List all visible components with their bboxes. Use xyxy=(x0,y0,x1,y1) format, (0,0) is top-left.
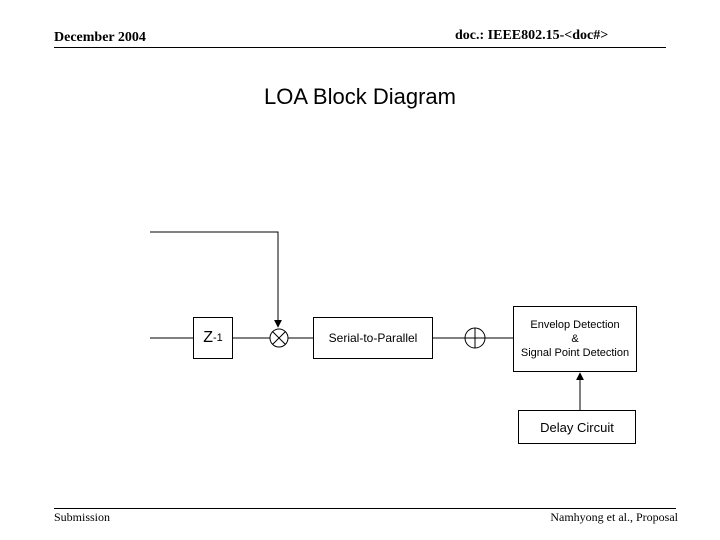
footer-submission: Submission xyxy=(54,510,111,524)
serial-to-parallel-block: Serial-to-Parallel xyxy=(313,317,433,359)
footer-author: Namhyong et al., Proposal xyxy=(550,510,678,524)
envelope-line-2: & xyxy=(571,333,579,345)
slide-title: LOA Block Diagram xyxy=(264,84,456,109)
header-doc-id: doc.: IEEE802.15-<doc#> xyxy=(455,28,609,43)
envelope-line-1: Envelop Detection xyxy=(530,319,620,331)
multiplier-symbol xyxy=(269,328,289,348)
envelope-detection-block: Envelop Detection & Signal Point Detecti… xyxy=(513,306,637,372)
header-date: December 2004 xyxy=(54,30,146,45)
footer-rule xyxy=(54,508,676,509)
header-rule xyxy=(54,47,666,48)
delay-circuit-block: Delay Circuit xyxy=(518,410,636,444)
envelope-line-3: Signal Point Detection xyxy=(520,347,630,359)
top-input-line xyxy=(150,231,282,328)
z-inverse-block: Z-1 xyxy=(193,317,233,359)
adder-symbol xyxy=(464,327,486,349)
z-exponent: -1 xyxy=(213,332,223,344)
z-base: Z xyxy=(203,329,213,346)
